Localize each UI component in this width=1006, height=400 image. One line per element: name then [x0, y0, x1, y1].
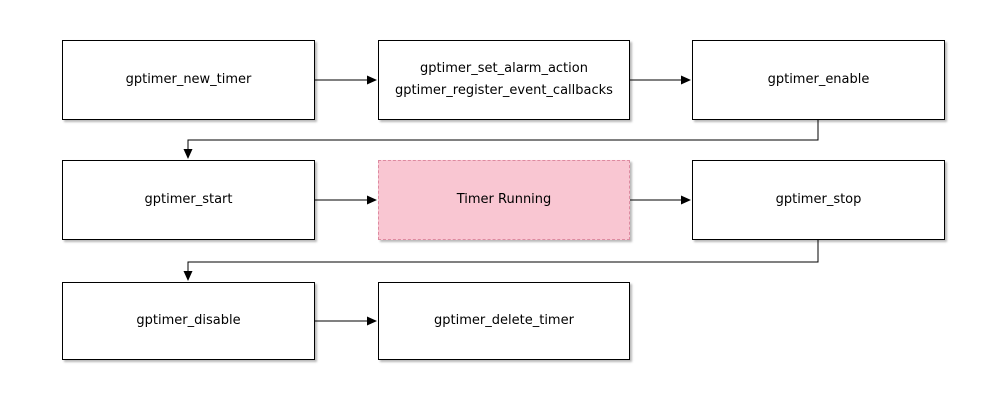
box-gptimer-delete-timer: gptimer_delete_timer	[378, 282, 630, 360]
box-label: gptimer_enable	[767, 71, 870, 87]
box-gptimer-disable: gptimer_disable	[62, 282, 315, 360]
box-label: gptimer_stop	[775, 191, 862, 207]
arrow-enable-to-start	[183, 120, 819, 159]
box-label: gptimer_start	[144, 191, 233, 207]
box-label-line1: gptimer_set_alarm_action	[420, 60, 588, 76]
box-gptimer-set-alarm-action: gptimer_set_alarm_action gptimer_registe…	[378, 40, 630, 120]
box-gptimer-start: gptimer_start	[62, 160, 315, 240]
arrow-stop-to-disable	[183, 240, 819, 281]
box-label: gptimer_new_timer	[125, 71, 252, 87]
box-gptimer-enable: gptimer_enable	[692, 40, 945, 120]
box-label-line2: gptimer_register_event_callbacks	[395, 83, 613, 98]
box-label: gptimer_disable	[136, 312, 241, 328]
box-label: gptimer_delete_timer	[434, 312, 574, 328]
box-gptimer-stop: gptimer_stop	[692, 160, 945, 240]
box-gptimer-new-timer: gptimer_new_timer	[62, 40, 315, 120]
box-label: Timer Running	[456, 191, 552, 207]
box-timer-running-state: Timer Running	[378, 160, 630, 240]
